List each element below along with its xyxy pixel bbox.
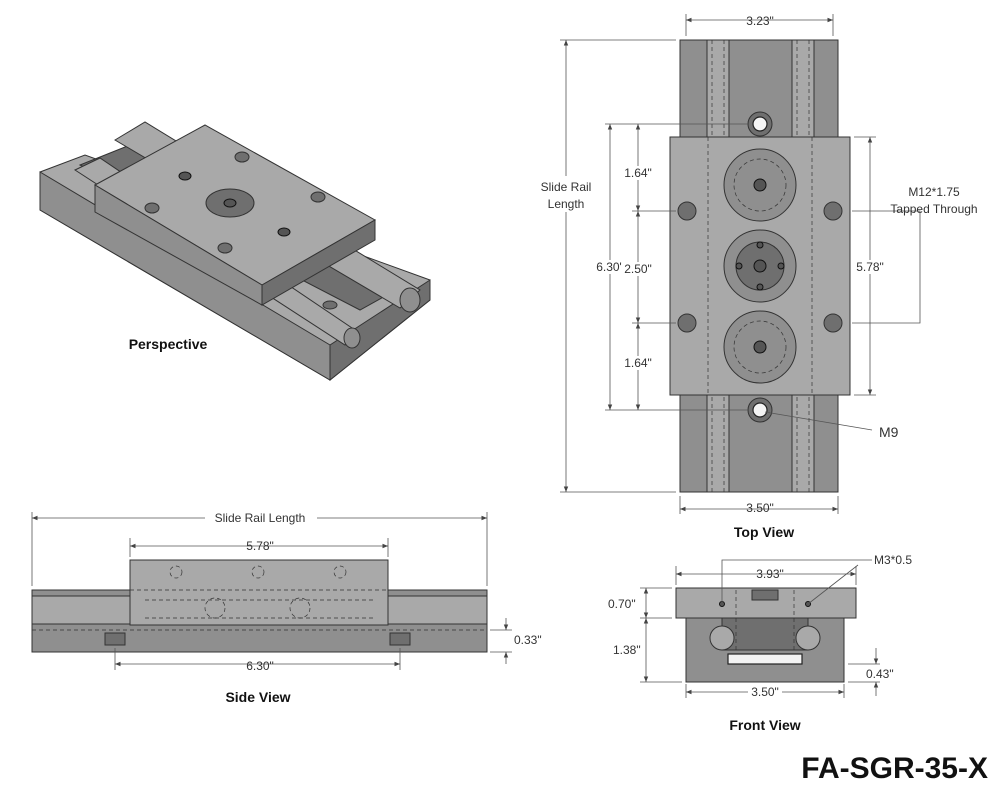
- front-dim-total-h: 1.38": [613, 643, 641, 657]
- front-dim-base-w: 3.50": [751, 685, 779, 699]
- part-number: FA-SGR-35-X: [801, 752, 988, 785]
- callout-tapped-2: Tapped Through: [890, 202, 977, 216]
- dim-overall: 6.30": [596, 260, 624, 274]
- dim-carriage: 5.78": [856, 260, 884, 274]
- dim-seg1: 1.64": [624, 166, 652, 180]
- dim-top-width: 3.23": [746, 14, 774, 28]
- side-view: Slide Rail Length 5.78" 6.30" 0.33" Side…: [31, 510, 542, 705]
- perspective-label: Perspective: [129, 336, 208, 352]
- perspective-view: Perspective: [39, 121, 431, 382]
- side-view-label: Side View: [225, 689, 290, 705]
- side-dim-height: 0.33": [514, 633, 542, 647]
- dim-rail-length-1: Slide Rail: [541, 180, 592, 194]
- front-dim-base-h: 0.43": [866, 667, 894, 681]
- top-view-label: Top View: [734, 524, 794, 540]
- dim-seg2: 2.50": [624, 262, 652, 276]
- dim-rail-length-2: Length: [548, 197, 585, 211]
- front-view-label: Front View: [729, 717, 800, 733]
- callout-hole: M9: [879, 424, 899, 440]
- front-dim-carriage-h: 0.70": [608, 597, 636, 611]
- front-view: 3.93" 0.70" 1.38" 0.43" 3.50" M3*0.5 Fro…: [608, 553, 912, 733]
- callout-tapped-1: M12*1.75: [908, 185, 960, 199]
- front-dim-top-width: 3.93": [756, 567, 784, 581]
- side-dim-spacing: 6.30": [246, 659, 274, 673]
- front-callout-thread: M3*0.5: [874, 553, 912, 567]
- side-dim-rail-length: Slide Rail Length: [215, 511, 306, 525]
- dim-seg3: 1.64": [624, 356, 652, 370]
- side-dim-carriage: 5.78": [246, 539, 274, 553]
- dim-top-bottom-width: 3.50": [746, 501, 774, 515]
- top-view: 3.23" 3.50" Slide Rail Length 6.30" 1.64…: [536, 14, 978, 540]
